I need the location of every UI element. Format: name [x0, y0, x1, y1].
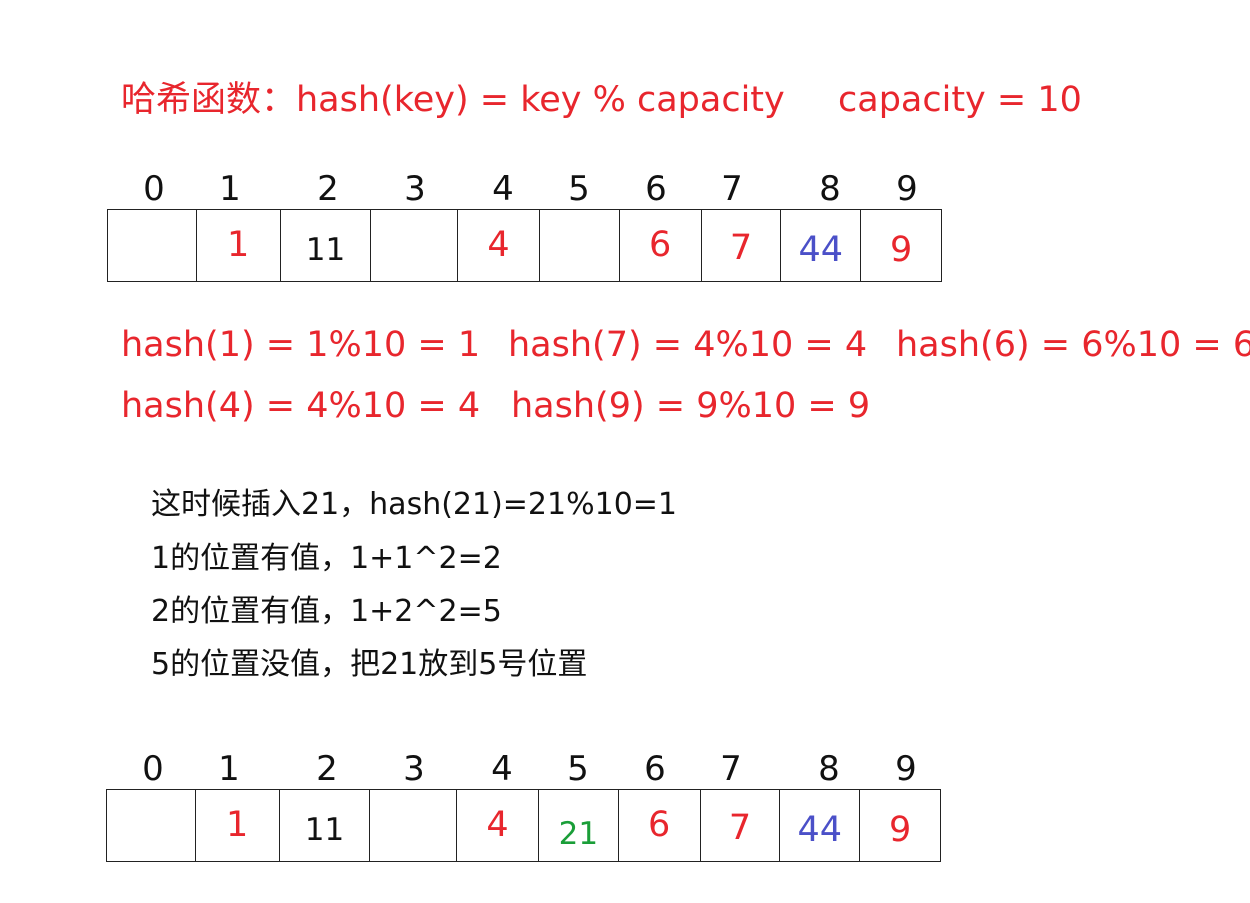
- formula-hash-4: hash(4) = 4%10 = 4: [121, 386, 481, 426]
- index-label: 6: [645, 169, 667, 209]
- index-label: 4: [491, 749, 513, 789]
- index-label: 8: [819, 169, 841, 209]
- formula-hash-7: hash(7) = 4%10 = 4: [508, 325, 868, 365]
- index-label: 1: [219, 169, 241, 209]
- table-cell: 11: [280, 790, 371, 861]
- table-cell: 9: [861, 210, 941, 281]
- index-label: 2: [317, 169, 339, 209]
- table-cell: 4: [458, 210, 540, 281]
- table-cell: 1: [197, 210, 281, 281]
- note-place-5: 5的位置没值，把21放到5号位置: [151, 647, 588, 682]
- index-label: 7: [721, 169, 743, 209]
- table-cell: 4: [457, 790, 539, 861]
- cell-value: 9: [888, 810, 912, 850]
- note-insert-21: 这时候插入21，hash(21)=21%10=1: [151, 487, 678, 522]
- table-cell: 6: [619, 790, 701, 861]
- cell-value: 1: [227, 225, 250, 265]
- table-cell: [107, 790, 196, 861]
- hash-table-row-after: 1 11 4 21 6 7 44 9: [106, 789, 941, 862]
- index-label: 4: [492, 169, 514, 209]
- cell-value: 9: [889, 230, 913, 270]
- index-label: 9: [895, 749, 917, 789]
- hash-table-row-before: 1 11 4 6 7 44 9: [107, 209, 942, 282]
- cell-value: 4: [487, 225, 510, 265]
- table-cell: 7: [701, 790, 781, 861]
- table-cell: 44: [781, 210, 862, 281]
- table-cell: 7: [702, 210, 782, 281]
- index-label: 0: [143, 169, 165, 209]
- cell-value: 6: [649, 225, 672, 265]
- cell-value: 4: [486, 805, 509, 845]
- formula-hash-1: hash(1) = 1%10 = 1: [121, 325, 481, 365]
- cell-value: 44: [797, 810, 843, 850]
- note-probe-1: 1的位置有值，1+1^2=2: [151, 541, 502, 576]
- index-label: 0: [142, 749, 164, 789]
- capacity-label: capacity = 10: [838, 80, 1082, 120]
- index-label: 8: [818, 749, 840, 789]
- cell-value: 21: [558, 816, 599, 852]
- cell-value: 7: [729, 228, 753, 268]
- table-cell: 6: [620, 210, 702, 281]
- index-label: 7: [720, 749, 742, 789]
- index-label: 6: [644, 749, 666, 789]
- table-cell: 44: [780, 790, 861, 861]
- index-label: 3: [403, 749, 425, 789]
- formula-hash-9: hash(9) = 9%10 = 9: [511, 386, 871, 426]
- cell-value: 11: [305, 232, 346, 268]
- table-cell: [108, 210, 197, 281]
- index-label: 9: [896, 169, 918, 209]
- table-cell: 11: [281, 210, 372, 281]
- table-cell: 1: [196, 790, 280, 861]
- cell-value: 44: [798, 230, 844, 270]
- note-probe-2: 2的位置有值，1+2^2=5: [151, 594, 502, 629]
- table-cell: [540, 210, 620, 281]
- formula-hash-6: hash(6) = 6%10 = 6: [896, 325, 1250, 365]
- index-label: 5: [568, 169, 590, 209]
- cell-value: 7: [728, 808, 752, 848]
- hash-function-title: 哈希函数：hash(key) = key % capacity: [121, 80, 785, 120]
- index-label: 2: [316, 749, 338, 789]
- cell-value: 6: [648, 805, 671, 845]
- table-cell: 9: [860, 790, 940, 861]
- index-label: 3: [404, 169, 426, 209]
- table-cell: 21: [539, 790, 619, 861]
- cell-value: 1: [226, 805, 249, 845]
- table-cell: [370, 790, 458, 861]
- index-label: 5: [567, 749, 589, 789]
- index-label: 1: [218, 749, 240, 789]
- table-cell: [371, 210, 459, 281]
- cell-value: 11: [304, 812, 345, 848]
